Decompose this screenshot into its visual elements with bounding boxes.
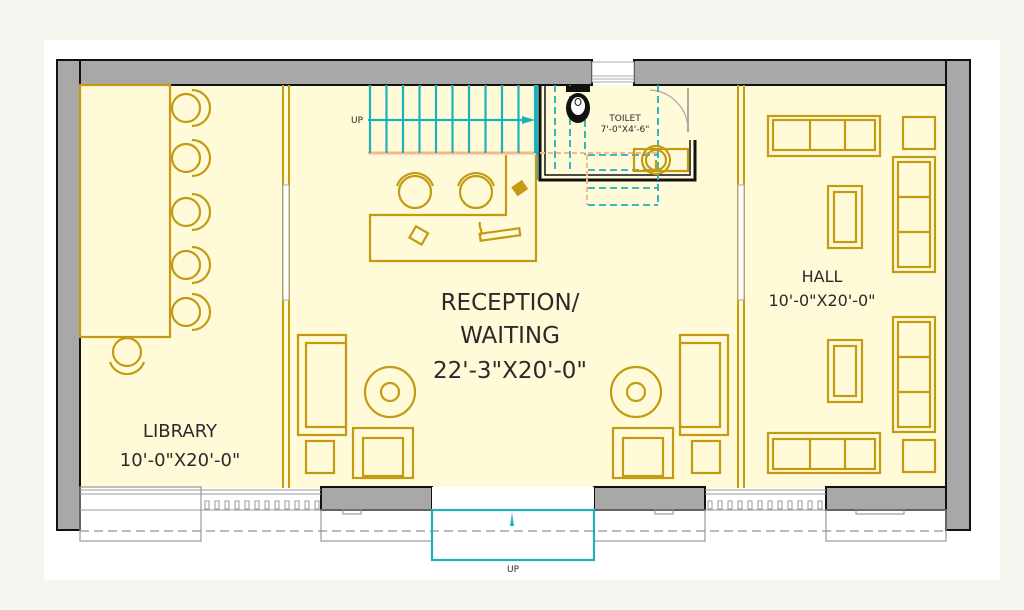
baluster — [234, 500, 240, 510]
entry-step — [430, 487, 596, 562]
library-furniture — [78, 83, 212, 376]
toilet-fixture-icon — [566, 86, 590, 123]
baluster — [747, 500, 753, 510]
baluster — [224, 500, 230, 510]
baluster — [304, 500, 310, 510]
hall-furniture — [766, 114, 937, 475]
reception-name-line1: RECEPTION/ — [441, 290, 580, 316]
library-size: 10'-0"X20'-0" — [120, 450, 241, 471]
toilet-name: TOILET — [608, 114, 641, 124]
baluster — [254, 500, 260, 510]
library-name: LIBRARY — [143, 421, 218, 442]
monitor-icon — [407, 224, 430, 247]
keyboard-icon — [478, 227, 522, 242]
baluster — [727, 500, 733, 510]
toilet-size: 7'-0"X4'-6" — [601, 125, 650, 135]
desk-chair — [395, 171, 435, 210]
baluster — [807, 500, 813, 510]
baluster — [797, 500, 803, 510]
baluster — [817, 500, 823, 510]
bottom-windows — [79, 486, 947, 542]
reception-desk — [368, 155, 538, 263]
baluster — [717, 500, 723, 510]
reception-size: 22'-3"X20'-0" — [433, 358, 587, 384]
library-chair — [170, 245, 212, 285]
baluster — [244, 500, 250, 510]
library-chair — [108, 336, 146, 376]
hall-size: 10'-0"X20'-0" — [768, 291, 875, 310]
walls — [56, 59, 971, 531]
baluster — [757, 500, 763, 510]
toilet-room — [538, 85, 697, 206]
reception-seating-right — [609, 333, 730, 480]
top-window — [591, 61, 635, 83]
baluster — [777, 500, 783, 510]
phone-icon — [511, 179, 529, 197]
baluster — [274, 500, 280, 510]
baluster — [787, 500, 793, 510]
partitions — [282, 85, 745, 488]
baluster — [264, 500, 270, 510]
baluster — [214, 500, 220, 510]
baluster — [314, 500, 320, 510]
baluster — [204, 500, 210, 510]
entry-up-label: UP — [507, 565, 520, 575]
library-chair — [170, 192, 212, 232]
hall-name: HALL — [802, 267, 843, 286]
desk-chair — [456, 171, 496, 210]
reception-name-line2: WAITING — [460, 323, 560, 349]
library-chair — [170, 292, 212, 332]
reception-seating-left — [296, 333, 417, 480]
baluster — [737, 500, 743, 510]
library-chair — [170, 88, 212, 128]
stairs-up-label: UP — [351, 116, 364, 126]
baluster — [284, 500, 290, 510]
baluster — [707, 500, 713, 510]
baluster — [294, 500, 300, 510]
library-chair — [170, 138, 212, 178]
baluster — [767, 500, 773, 510]
sink-icon — [632, 144, 690, 176]
